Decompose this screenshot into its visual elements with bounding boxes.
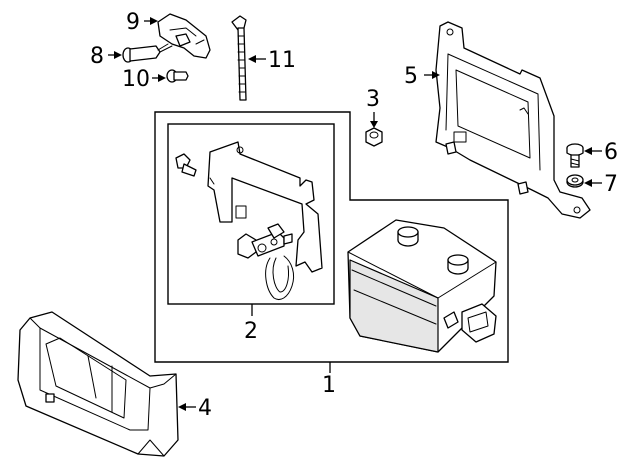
callout-7-label: 7 [604, 172, 618, 197]
callout-5-arrowhead [432, 71, 440, 79]
callout-1-label: 1 [322, 373, 336, 398]
cable-tie-part [231, 15, 247, 101]
assembly-frame [154, 111, 509, 363]
nut-part [365, 127, 383, 147]
bolt-part [566, 143, 584, 168]
bezel-cover-part [17, 311, 179, 457]
callout-11-label: 11 [268, 48, 296, 73]
callout-8-label: 8 [90, 44, 104, 69]
callout-3-arrowhead [370, 121, 378, 128]
callout-6-label: 6 [604, 140, 618, 165]
callout-6-arrowhead [584, 147, 592, 155]
callout-7-arrowhead [584, 179, 592, 187]
callout-4-arrowhead [178, 403, 186, 411]
callout-11-arrowhead [248, 55, 256, 63]
clip-bracket-part [157, 13, 211, 59]
bulb-socket-part [237, 223, 295, 300]
mounting-bracket-part [207, 141, 323, 273]
callout-3-label: 3 [366, 87, 380, 112]
callout-9-arrowhead [150, 17, 158, 25]
large-bracket-part [435, 21, 591, 219]
callout-4-label: 4 [198, 396, 212, 421]
pin-part [122, 43, 173, 63]
callout-10-arrowhead [158, 74, 166, 82]
washer-part [566, 174, 584, 188]
callout-8-arrowhead [114, 51, 122, 59]
callout-10-label: 10 [122, 67, 150, 92]
fog-lamp-part [347, 219, 497, 353]
callout-2-label: 2 [244, 319, 258, 344]
subassembly-box [167, 123, 335, 305]
small-screw-part [175, 153, 197, 177]
screw-part [166, 69, 189, 83]
callout-9-label: 9 [126, 10, 140, 35]
callout-5-label: 5 [404, 64, 418, 89]
